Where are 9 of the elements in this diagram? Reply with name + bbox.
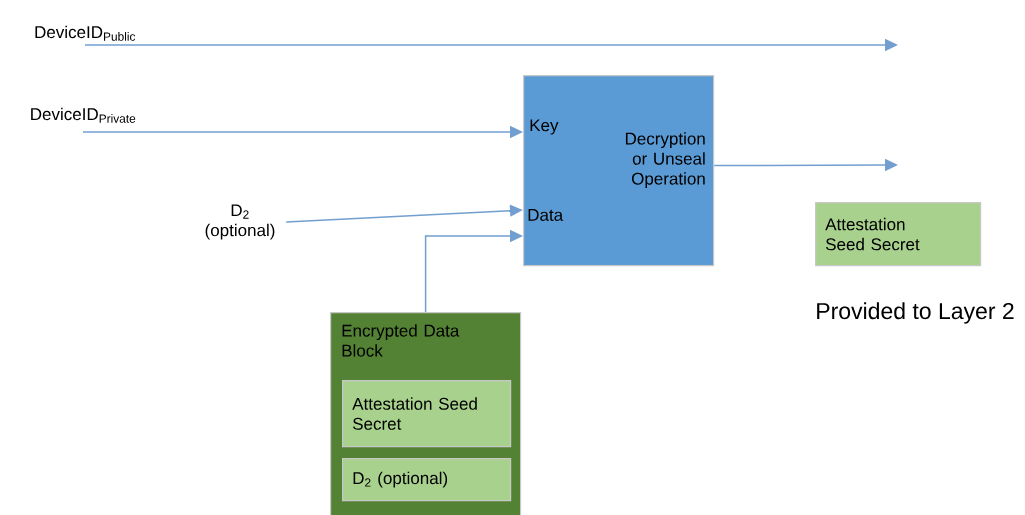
- secret-box: Attestation Seed Secret: [342, 380, 512, 448]
- data-box: D$_{2}$ (optional): [342, 458, 512, 502]
- port-label: Data: [528, 209, 564, 221]
- secret-box: Attestation Seed Secret: [815, 202, 982, 267]
- signal-label: DeviceID$_{Private}$: [31, 107, 136, 123]
- port-label: Key: [530, 119, 559, 135]
- signal-label: DeviceID$_{Public}$: [35, 25, 136, 41]
- side-label: Provided to Layer 2: [817, 302, 1014, 324]
- signal-label: D$_{2}$ (optional): [205, 204, 275, 240]
